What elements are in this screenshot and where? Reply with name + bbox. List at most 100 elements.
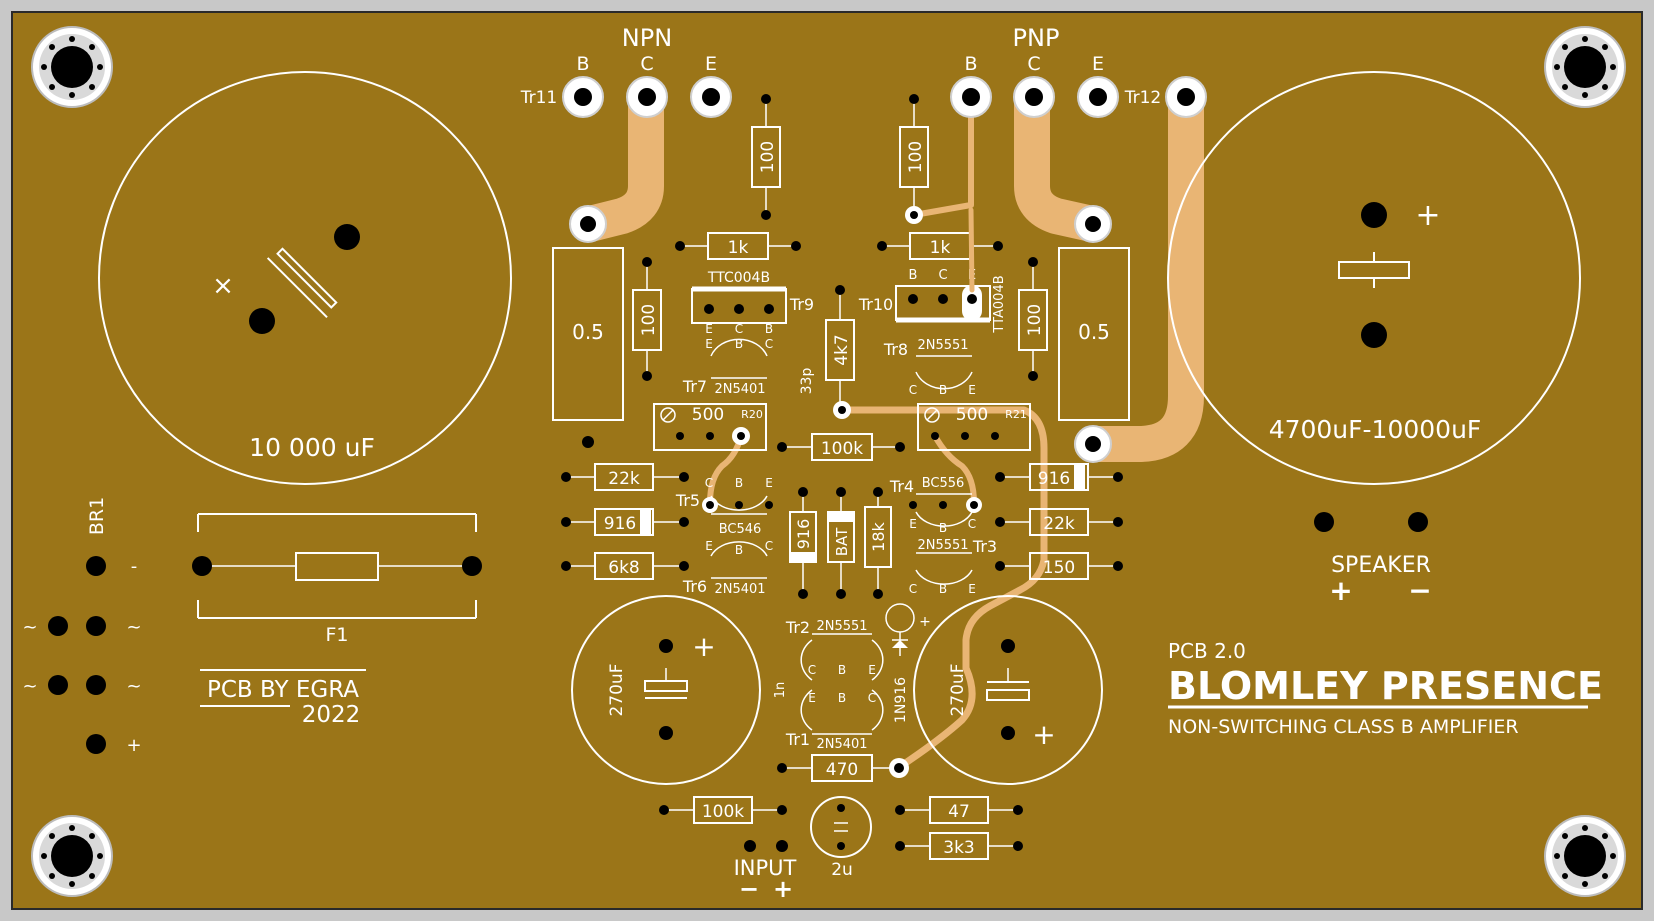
tr3-label: Tr3 (972, 537, 997, 556)
tr8-label: Tr8 (883, 340, 908, 359)
cap-270uf-left: + 270uF (571, 595, 761, 785)
npn-pin-c: C (640, 53, 653, 75)
transistor-tr10: B C E Tr10 TTA004B (858, 268, 1007, 334)
cap-33p-label: 33p (799, 368, 815, 395)
tr6-pin-b: B (735, 543, 743, 557)
diode-1n916-plus: + (919, 614, 931, 630)
title-block: PCB 2.0 BLOMLEY PRESENCE NON-SWITCHING C… (1168, 639, 1603, 738)
resistor-18k-label: 18k (869, 521, 888, 551)
input-plus: + (773, 875, 793, 903)
tr5-pin-c: C (705, 476, 713, 490)
tr7-pin-b2: B (735, 337, 743, 351)
trimmer-r21-value: 500 (956, 405, 988, 425)
pnp-pin-e: E (1092, 53, 1104, 75)
tr2-pin-e: E (868, 663, 876, 677)
tr10-pin-b: B (909, 268, 918, 283)
resistor-100k-bottom: 100k (659, 796, 787, 824)
transistor-tr5: Tr5 C B E BC546 (675, 476, 773, 537)
tr6-pin-c: C (765, 539, 773, 553)
cap-4700uf: + 4700uF-10000uF (1167, 71, 1581, 485)
resistor-100-mid-left: 100 (632, 257, 662, 381)
npn-pin-e: E (705, 53, 717, 75)
resistor-916-left: 916 (561, 508, 689, 536)
tr2-part: 2N5551 (816, 619, 867, 634)
speaker-plus: + (1329, 574, 1352, 607)
tr10-pin-c: C (938, 268, 947, 283)
resistor-100k-mid-label: 100k (821, 439, 863, 459)
br1-ac-1b: ~ (126, 617, 141, 638)
tr1-pin-c: C (868, 691, 876, 705)
transistor-tr8: Tr8 2N5551 C B E (883, 338, 976, 397)
mounting-hole-tl (31, 26, 113, 108)
tr4-pin-b: B (939, 521, 947, 535)
cap-10000uf: × 10 000 uF (98, 71, 512, 485)
transistor-tr9: TTC004B Tr9 (691, 270, 814, 324)
resistor-18k: 18k (864, 487, 892, 599)
resistor-100-top-left-label: 100 (758, 141, 778, 173)
tr8-pin-b: B (939, 383, 947, 397)
resistor-100-top-left: 100 (751, 94, 781, 220)
tr10-part: TTA004B (992, 275, 1007, 333)
year-label: 2022 (302, 702, 361, 728)
bridge-rectifier-br1: BR1 - ~ ~ ~ ~ + (22, 497, 141, 756)
board-title: BLOMLEY PRESENCE (1168, 664, 1603, 708)
tr5-part: BC546 (719, 522, 762, 537)
copper-traces (572, 79, 1204, 772)
npn-header: NPN B C E Tr11 (520, 24, 732, 118)
cap-270uf-left-label: 270uF (607, 663, 627, 716)
resistor-470-label: 470 (826, 760, 858, 780)
npn-label: NPN (622, 24, 672, 52)
resistor-916-vertical-label: 916 (794, 519, 813, 550)
cap-10000uf-label: 10 000 uF (249, 433, 375, 462)
tr1-label: Tr1 (785, 730, 810, 749)
resistor-3k3-label: 3k3 (943, 838, 974, 858)
tr12-label: Tr12 (1124, 88, 1162, 108)
resistor-916-vertical: 916 (789, 487, 817, 599)
resistor-4k7-label: 4k7 (832, 334, 852, 365)
tr7-pin-e2: E (705, 337, 713, 351)
mounting-holes (31, 26, 1626, 897)
input-label: INPUT (734, 856, 797, 880)
tr6-part: 2N5401 (714, 582, 765, 597)
cap-270uf-right-label: 270uF (948, 663, 968, 716)
resistor-916-right: 916 (995, 463, 1123, 491)
pnp-pin-c: C (1027, 53, 1040, 75)
resistor-1k-right-label: 1k (930, 238, 951, 258)
resistor-0.5-left-label: 0.5 (572, 320, 604, 344)
power-pads (569, 205, 1112, 463)
resistor-916-right-label: 916 (1038, 469, 1070, 489)
tr9-label: Tr9 (789, 295, 814, 314)
fuse-f1: F1 (192, 513, 482, 646)
resistor-100k-mid: 100k (777, 433, 905, 461)
tr4-pin-e: E (909, 517, 917, 531)
misc-pads (582, 436, 788, 852)
diode-1n916: + 1N916 (885, 603, 931, 723)
tr5-pin-b: B (735, 476, 743, 490)
resistor-3k3: 3k3 (895, 832, 1023, 860)
resistor-1k-left: 1k (675, 232, 801, 260)
resistor-100-mid-right-label: 100 (1025, 304, 1045, 336)
trimmer-r21: 500 R21 (917, 403, 1031, 451)
speaker-minus: − (1408, 574, 1431, 607)
diode-bat-label: BAT (833, 527, 851, 556)
diode-bat: BAT (827, 487, 855, 599)
transistor-tr1: E B C Tr1 2N5401 (785, 689, 884, 752)
tr2-pin-b: B (838, 663, 846, 677)
tr9-part: TTC004B (707, 270, 770, 286)
mounting-hole-bl (31, 815, 113, 897)
resistor-150: 150 (995, 552, 1123, 580)
tr3-pin-e: E (968, 582, 976, 596)
speaker-connector: SPEAKER + − (1314, 512, 1432, 607)
tr1-pin-e: E (808, 691, 816, 705)
pcb-version: PCB 2.0 (1168, 639, 1246, 663)
transistor-tr7: E C B E B C Tr7 2N5401 (682, 322, 773, 397)
tr4-label: Tr4 (889, 477, 914, 496)
cap-270uf-right: + 270uF (913, 595, 1103, 785)
mounting-hole-tr (1544, 26, 1626, 108)
pcb-by-label: PCB BY EGRA (207, 677, 359, 703)
tr4-part: BC556 (922, 476, 965, 491)
tr5-label: Tr5 (675, 491, 700, 510)
resistor-0.5-left: 0.5 (552, 247, 624, 421)
diode-1n916-label: 1N916 (893, 677, 909, 723)
tr3-pin-b: B (939, 582, 947, 596)
